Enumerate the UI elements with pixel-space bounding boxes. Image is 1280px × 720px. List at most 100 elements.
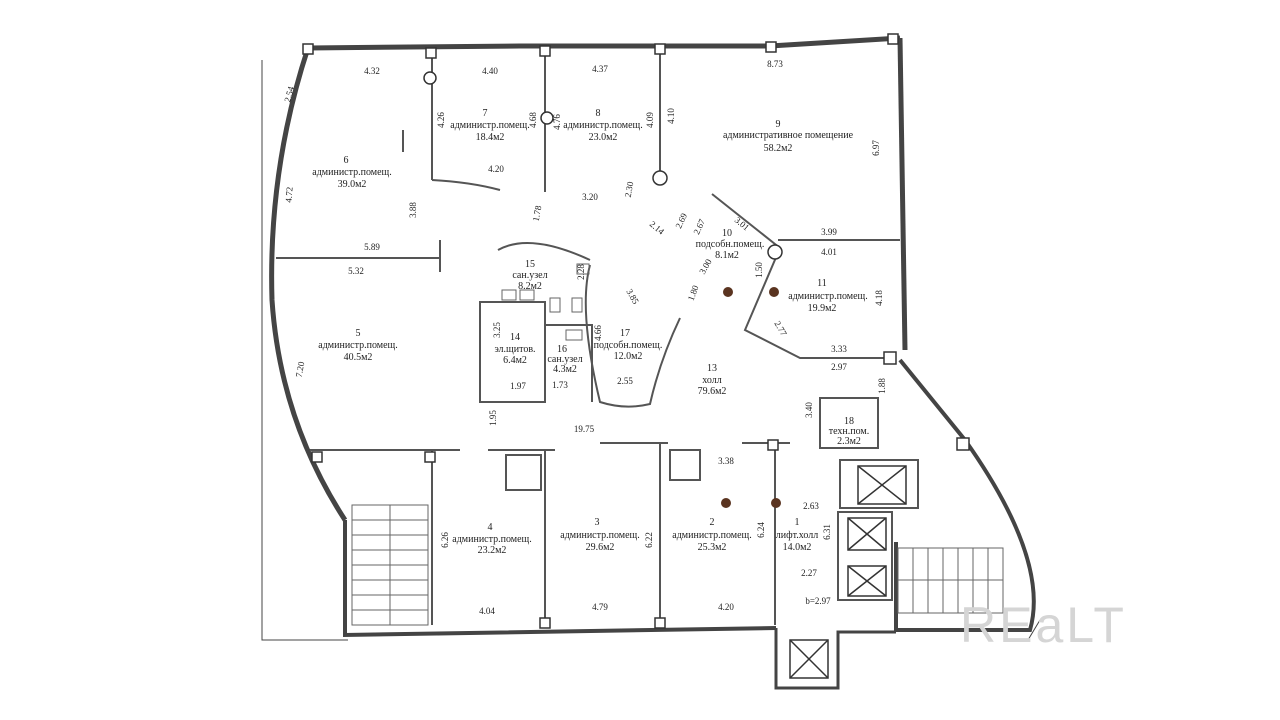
room-4-label: 4 администр.помещ. 23.2м2 <box>452 522 531 556</box>
room-8-label: 8 администр.помещ. 23.0м2 <box>563 108 642 143</box>
svg-text:5: 5 <box>356 328 361 339</box>
svg-text:2.69: 2.69 <box>673 211 689 230</box>
svg-text:6.22: 6.22 <box>644 532 654 548</box>
svg-text:3.88: 3.88 <box>408 202 418 218</box>
svg-text:6.97: 6.97 <box>871 140 881 156</box>
svg-text:администр.помещ.: администр.помещ. <box>672 530 751 541</box>
svg-text:подсобн.помещ.: подсобн.помещ. <box>594 340 663 351</box>
room-16-label: 16 сан.узел 4.3м2 <box>547 344 582 375</box>
svg-text:4: 4 <box>488 522 493 533</box>
svg-text:4.37: 4.37 <box>592 64 608 74</box>
svg-text:25.3м2: 25.3м2 <box>698 542 727 553</box>
room-1-label: 1 лифт.холл 14.0м2 <box>776 517 818 553</box>
svg-text:4.68: 4.68 <box>528 112 538 128</box>
svg-text:12.0м2: 12.0м2 <box>614 351 643 362</box>
round-columns <box>423 71 783 260</box>
svg-text:23.2м2: 23.2м2 <box>478 545 507 556</box>
svg-text:3.20: 3.20 <box>582 192 598 202</box>
svg-text:7: 7 <box>483 108 488 119</box>
svg-text:администр.помещ.: администр.помещ. <box>560 530 639 541</box>
svg-text:подсобн.помещ.: подсобн.помещ. <box>696 239 765 250</box>
svg-text:административное помещение: административное помещение <box>723 130 854 141</box>
svg-text:6.24: 6.24 <box>756 522 766 538</box>
svg-text:8: 8 <box>596 108 601 119</box>
svg-text:29.6м2: 29.6м2 <box>586 542 615 553</box>
svg-text:эл.щитов.: эл.щитов. <box>494 344 535 355</box>
svg-text:сан.узел: сан.узел <box>512 270 547 281</box>
svg-text:8.1м2: 8.1м2 <box>715 250 739 261</box>
watermark: REaLT <box>960 597 1127 653</box>
svg-text:администр.помещ.: администр.помещ. <box>788 291 867 302</box>
svg-text:14.0м2: 14.0м2 <box>783 542 812 553</box>
svg-text:1.97: 1.97 <box>510 381 526 391</box>
svg-text:4.72: 4.72 <box>283 186 294 203</box>
svg-text:23.0м2: 23.0м2 <box>589 132 618 143</box>
svg-text:2.28: 2.28 <box>576 264 586 280</box>
svg-text:3.33: 3.33 <box>831 344 847 354</box>
svg-text:1.73: 1.73 <box>552 380 568 390</box>
svg-text:2.63: 2.63 <box>803 501 819 511</box>
svg-text:10: 10 <box>722 228 732 239</box>
staircase-left <box>351 504 429 626</box>
svg-text:8.73: 8.73 <box>767 59 783 69</box>
sanitary-fixtures <box>501 263 590 341</box>
svg-text:1.50: 1.50 <box>754 262 764 278</box>
room-3-label: 3 администр.помещ. 29.6м2 <box>560 517 639 553</box>
svg-text:2.97: 2.97 <box>831 362 847 372</box>
svg-text:4.76: 4.76 <box>552 114 562 130</box>
svg-text:18: 18 <box>844 416 854 427</box>
light-fixtures <box>721 287 781 508</box>
room-5-label: 5 администр.помещ. 40.5м2 <box>318 328 397 363</box>
svg-text:1.88: 1.88 <box>877 378 887 394</box>
balcony-outline <box>261 60 1041 641</box>
svg-text:лифт.холл: лифт.холл <box>776 530 818 541</box>
svg-text:79.6м2: 79.6м2 <box>698 386 727 397</box>
svg-text:8.2м2: 8.2м2 <box>518 281 542 292</box>
svg-text:1.80: 1.80 <box>686 283 701 302</box>
svg-text:2.54: 2.54 <box>282 85 296 103</box>
svg-text:3.38: 3.38 <box>718 456 734 466</box>
svg-text:администр.помещ.: администр.помещ. <box>563 120 642 131</box>
svg-text:2.67: 2.67 <box>691 217 707 236</box>
svg-text:13: 13 <box>707 363 717 374</box>
svg-text:4.79: 4.79 <box>592 602 608 612</box>
room-labels: 1 лифт.холл 14.0м2 2 администр.помещ. 25… <box>312 108 869 556</box>
svg-text:9: 9 <box>776 119 781 130</box>
svg-text:17: 17 <box>620 328 630 339</box>
room-17-label: 17 подсобн.помещ. 12.0м2 <box>594 328 663 362</box>
svg-text:4.18: 4.18 <box>874 290 884 306</box>
room-15-label: 15 сан.узел 8.2м2 <box>512 259 547 292</box>
svg-text:администр.помещ.: администр.помещ. <box>312 167 391 178</box>
svg-text:4.66: 4.66 <box>593 325 603 341</box>
svg-text:11: 11 <box>817 278 827 289</box>
svg-text:40.5м2: 40.5м2 <box>344 352 373 363</box>
svg-text:b=2.97: b=2.97 <box>805 596 831 606</box>
svg-text:5.32: 5.32 <box>348 266 364 276</box>
svg-text:4.3м2: 4.3м2 <box>553 364 577 375</box>
interior-walls <box>276 50 919 625</box>
svg-text:4.09: 4.09 <box>645 112 655 128</box>
svg-text:2: 2 <box>710 517 715 528</box>
svg-text:18.4м2: 18.4м2 <box>476 132 505 143</box>
room-10-label: 10 подсобн.помещ. 8.1м2 <box>696 228 765 261</box>
svg-text:6.31: 6.31 <box>822 524 832 540</box>
svg-text:4.20: 4.20 <box>488 164 504 174</box>
svg-text:2.30: 2.30 <box>623 180 636 198</box>
outer-walls <box>269 35 1036 690</box>
room-18-label: 18 техн.пом. 2.3м2 <box>829 416 870 447</box>
svg-text:4.20: 4.20 <box>718 602 734 612</box>
svg-text:4.26: 4.26 <box>436 112 446 128</box>
svg-text:сан.узел: сан.узел <box>547 354 582 365</box>
svg-text:администр.помещ.: администр.помещ. <box>318 340 397 351</box>
svg-text:2.27: 2.27 <box>801 568 817 578</box>
svg-text:6: 6 <box>344 155 349 166</box>
svg-text:15: 15 <box>525 259 535 270</box>
room-6-label: 6 администр.помещ. 39.0м2 <box>312 155 391 190</box>
room-2-label: 2 администр.помещ. 25.3м2 <box>672 517 751 553</box>
svg-text:техн.пом.: техн.пом. <box>829 426 870 437</box>
svg-text:16: 16 <box>557 344 567 355</box>
svg-text:3: 3 <box>595 517 600 528</box>
svg-text:6.26: 6.26 <box>440 532 450 548</box>
room-14-label: 14 эл.щитов. 6.4м2 <box>494 332 535 366</box>
svg-text:1: 1 <box>795 517 800 528</box>
